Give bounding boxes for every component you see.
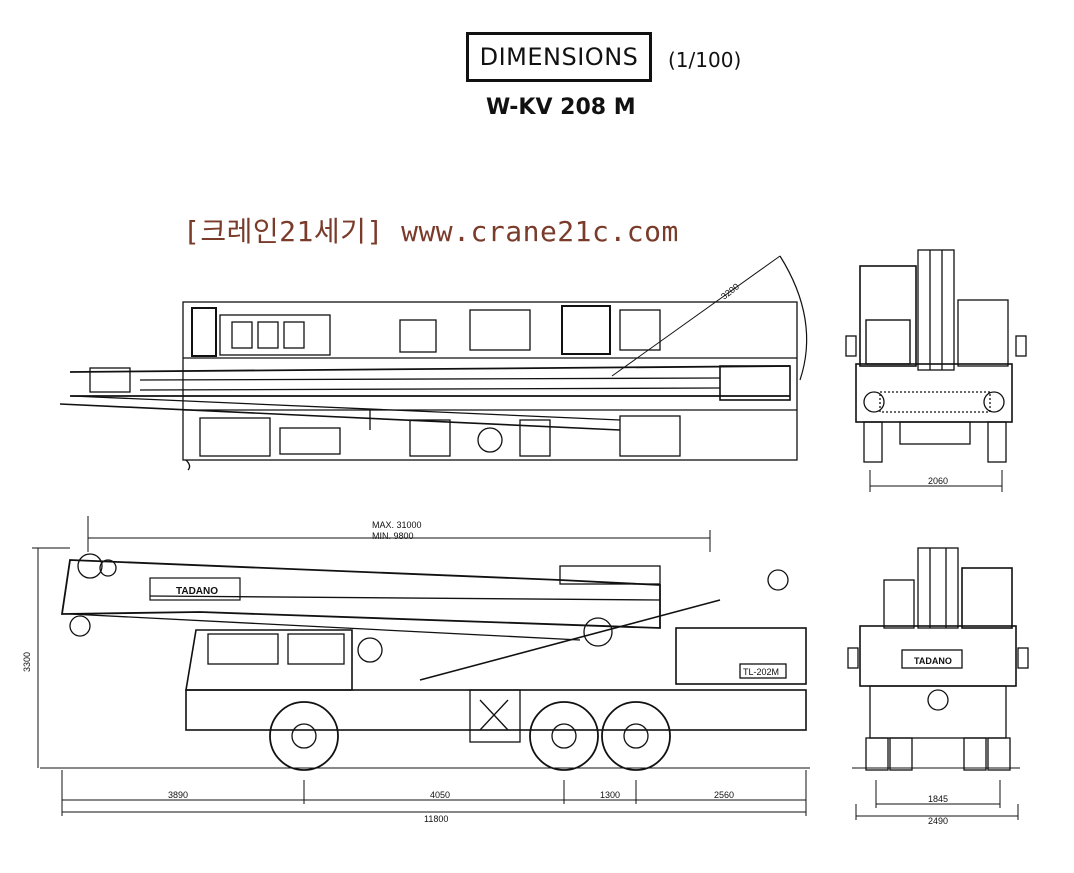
boom-max-label: MAX. 31000 bbox=[372, 520, 422, 530]
rear-view: TADANO 1845 2490 bbox=[847, 547, 1029, 826]
dim-wheelbase: 4050 bbox=[430, 790, 450, 800]
top-view: 3200 bbox=[59, 255, 808, 471]
scale-label: (1/100) bbox=[668, 48, 742, 72]
title: DIMENSIONS bbox=[479, 43, 639, 71]
watermark: [크레인21세기] www.crane21c.com bbox=[183, 215, 679, 248]
height-label: 3300 bbox=[22, 652, 32, 672]
side-view: MAX. 31000 MIN. 9800 3300 TADANO TL-202M bbox=[22, 516, 810, 824]
title-box: DIMENSIONS bbox=[466, 32, 652, 82]
dim-front-overhang: 3890 bbox=[168, 790, 188, 800]
boom-brand-label: TADANO bbox=[176, 586, 218, 597]
overall-length-label: 11800 bbox=[424, 814, 448, 824]
dim-tandem: 1300 bbox=[600, 790, 620, 800]
model-label: W-KV 208 M bbox=[486, 95, 636, 120]
rear-track-label: 1845 bbox=[928, 794, 948, 804]
radius-label: 3200 bbox=[719, 281, 741, 301]
model-plate-label: TL-202M bbox=[743, 667, 779, 677]
front-view: 2060 bbox=[845, 249, 1027, 492]
boom-min-label: MIN. 9800 bbox=[372, 531, 414, 541]
front-width-label: 2060 bbox=[928, 476, 948, 486]
rear-overall-width-label: 2490 bbox=[928, 816, 948, 826]
rear-brand-label: TADANO bbox=[914, 656, 952, 666]
dim-rear-overhang: 2560 bbox=[714, 790, 734, 800]
top-carrier-outline bbox=[182, 301, 798, 461]
